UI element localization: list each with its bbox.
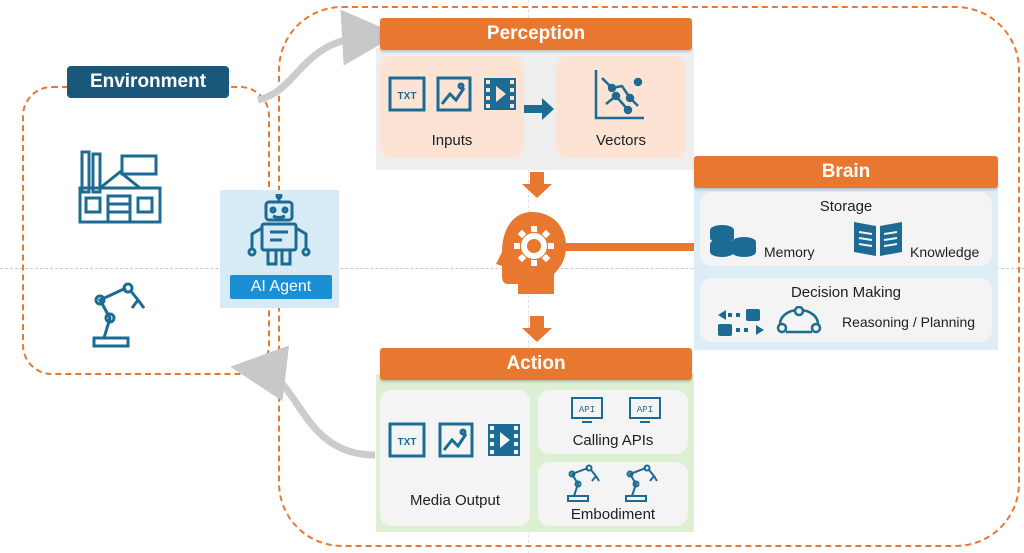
robot-arm-icon bbox=[567, 464, 600, 502]
robot-arm-icon bbox=[92, 282, 146, 348]
perception-title: Perception bbox=[380, 18, 692, 50]
environment-title: Environment bbox=[67, 66, 229, 98]
video-icon bbox=[488, 424, 520, 456]
vectors-card: Vectors bbox=[556, 56, 686, 158]
robot-icon bbox=[247, 194, 311, 266]
action-title: Action bbox=[380, 348, 692, 380]
inputs-card: TXT Inputs bbox=[380, 56, 524, 158]
decision-making-card: Decision Making Reasoning / Planning bbox=[700, 278, 992, 342]
vectors-label: Vectors bbox=[595, 132, 647, 149]
video-icon bbox=[484, 78, 516, 110]
storage-title: Storage bbox=[819, 198, 873, 215]
flow-icon bbox=[718, 309, 764, 336]
brain-gear-icon bbox=[496, 212, 566, 294]
database-icon bbox=[710, 225, 756, 257]
cycle-icon bbox=[776, 306, 822, 334]
action-to-env-arrow bbox=[230, 345, 376, 459]
factory-icon bbox=[78, 150, 162, 224]
robot-arm-icon bbox=[625, 464, 658, 502]
api-monitor-icon: API bbox=[571, 397, 603, 423]
api-monitor-icon: API bbox=[629, 397, 661, 423]
inputs-to-vectors-arrow bbox=[524, 98, 554, 120]
embodiment-label: Embodiment bbox=[570, 506, 656, 523]
storage-card: Storage Memory Knowledge bbox=[700, 192, 992, 266]
image-icon bbox=[438, 422, 474, 458]
decision-making-title: Decision Making bbox=[790, 284, 902, 301]
env-to-perception-arrow bbox=[257, 9, 398, 104]
image-icon bbox=[436, 76, 472, 112]
txt-file-icon: TXT bbox=[388, 422, 426, 458]
memory-label: Memory bbox=[764, 244, 815, 260]
txt-file-label: TXT bbox=[398, 91, 417, 102]
perception-to-brain-arrow bbox=[522, 172, 552, 198]
brain-to-action-arrow bbox=[522, 316, 552, 342]
brain-title: Brain bbox=[694, 156, 998, 188]
brain-connector-line bbox=[562, 243, 696, 251]
ai-agent-label: AI Agent bbox=[230, 275, 332, 299]
inputs-label: Inputs bbox=[431, 132, 473, 149]
media-output-card: TXT Media Output bbox=[380, 390, 530, 526]
book-icon bbox=[854, 222, 902, 256]
media-output-label: Media Output bbox=[409, 492, 501, 509]
api-icon-label: API bbox=[637, 405, 653, 415]
embodiment-card: Embodiment bbox=[538, 462, 688, 526]
txt-file-label: TXT bbox=[398, 437, 417, 448]
vector-graph-icon bbox=[594, 70, 644, 120]
calling-apis-card: API API Calling APIs bbox=[538, 390, 688, 454]
txt-file-icon: TXT bbox=[388, 76, 426, 112]
calling-apis-label: Calling APIs bbox=[572, 432, 654, 449]
api-icon-label: API bbox=[579, 405, 595, 415]
knowledge-label: Knowledge bbox=[910, 244, 980, 260]
reasoning-planning-label: Reasoning / Planning bbox=[842, 314, 976, 330]
